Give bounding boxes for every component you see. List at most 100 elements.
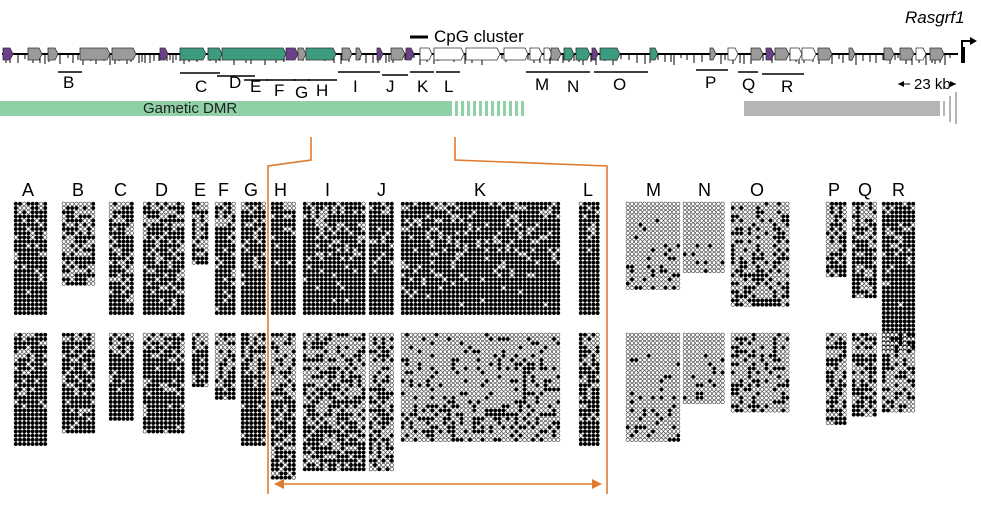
methylated-cpg-dot [78,264,83,269]
methylated-cpg-dot [319,298,324,303]
unmethylated-cpg-dot [257,336,262,342]
methylated-cpg-dot [279,450,284,455]
methylated-cpg-dot [231,285,236,290]
methylated-cpg-dot [340,433,345,438]
methylated-cpg-dot [505,310,510,316]
methylated-cpg-dot [348,425,354,430]
unmethylated-cpg-dot [218,341,224,346]
methylated-cpg-dot [413,256,418,261]
unmethylated-cpg-dot [501,264,506,269]
unmethylated-cpg-dot [86,281,92,286]
methylated-cpg-dot [270,412,275,417]
methylated-cpg-dot [13,395,18,400]
methylated-cpg-dot [353,285,358,290]
methylated-cpg-dot [151,412,156,417]
methylated-cpg-dot [547,239,552,244]
methylated-cpg-dot [244,420,250,426]
unmethylated-cpg-dot [91,341,96,346]
methylated-cpg-dot [327,210,333,215]
methylated-cpg-dot [361,252,366,257]
unmethylated-cpg-dot [467,222,473,227]
methylated-cpg-dot [361,289,366,295]
methylated-cpg-dot [488,285,494,290]
methylated-cpg-dot [151,366,156,371]
methylated-cpg-dot [78,256,83,261]
methylated-cpg-dot [530,222,536,227]
methylated-cpg-dot [547,294,552,299]
methylated-cpg-dot [381,243,386,248]
unmethylated-cpg-dot [357,345,362,350]
methylated-cpg-dot [404,256,410,261]
methylated-cpg-dot [61,412,66,417]
methylated-cpg-dot [357,231,362,236]
methylated-cpg-dot [279,264,284,269]
unmethylated-cpg-dot [357,370,362,375]
methylated-cpg-dot [514,260,519,265]
methylated-cpg-dot [279,471,284,476]
methylated-cpg-dot [86,387,92,392]
methylated-cpg-dot [353,420,358,426]
methylated-cpg-dot [240,416,245,421]
methylated-cpg-dot [430,277,435,282]
unmethylated-cpg-dot [514,247,519,253]
methylated-cpg-dot [476,285,481,290]
unmethylated-cpg-dot [381,441,386,447]
unmethylated-cpg-dot [332,416,337,421]
methylated-cpg-dot [323,349,328,354]
methylated-cpg-dot [283,247,288,253]
methylated-cpg-dot [315,277,320,282]
unmethylated-cpg-dot [361,222,366,227]
methylated-cpg-dot [155,235,160,240]
methylated-cpg-dot [117,306,122,311]
unmethylated-cpg-dot [319,256,324,261]
methylated-cpg-dot [323,277,328,282]
methylated-cpg-dot [26,231,31,236]
unmethylated-cpg-dot [231,345,236,350]
methylated-cpg-dot [155,201,160,206]
methylated-cpg-dot [389,454,394,459]
methylated-cpg-dot [17,264,23,269]
methylated-cpg-dot [344,201,349,206]
methylated-cpg-dot [530,281,536,286]
unmethylated-cpg-dot [70,239,75,244]
methylated-cpg-dot [509,302,515,307]
methylated-cpg-dot [323,231,328,236]
methylated-cpg-dot [327,273,333,278]
methylated-cpg-dot [400,201,405,206]
unmethylated-cpg-dot [381,450,386,455]
methylated-cpg-dot [344,387,349,392]
methylated-cpg-dot [344,429,349,434]
methylated-cpg-dot [385,416,390,421]
unmethylated-cpg-dot [530,247,536,253]
methylated-cpg-dot [129,374,134,379]
unmethylated-cpg-dot [195,218,201,223]
methylated-cpg-dot [34,349,39,354]
methylated-cpg-dot [261,433,266,438]
methylated-cpg-dot [270,408,275,413]
methylated-cpg-dot [195,239,201,244]
methylated-cpg-dot [108,357,113,363]
unmethylated-cpg-dot [121,378,126,384]
methylated-cpg-dot [283,273,288,278]
methylated-cpg-dot [214,252,219,257]
methylated-cpg-dot [43,273,48,278]
unmethylated-cpg-dot [279,336,284,342]
methylated-cpg-dot [357,357,362,363]
methylated-cpg-dot [518,298,523,303]
methylated-cpg-dot [121,214,126,219]
methylated-cpg-dot [514,239,519,244]
methylated-cpg-dot [372,429,378,434]
methylated-cpg-dot [368,218,373,223]
methylated-cpg-dot [249,277,254,282]
methylated-cpg-dot [514,289,519,295]
methylated-cpg-dot [34,260,39,265]
methylated-cpg-dot [121,336,126,342]
methylated-cpg-dot [539,201,544,206]
methylated-cpg-dot [368,235,373,240]
unmethylated-cpg-dot [377,341,382,346]
methylated-cpg-dot [65,429,71,434]
unmethylated-cpg-dot [86,408,92,413]
methylated-cpg-dot [218,256,224,261]
methylated-cpg-dot [38,239,44,244]
unmethylated-cpg-dot [372,420,378,426]
